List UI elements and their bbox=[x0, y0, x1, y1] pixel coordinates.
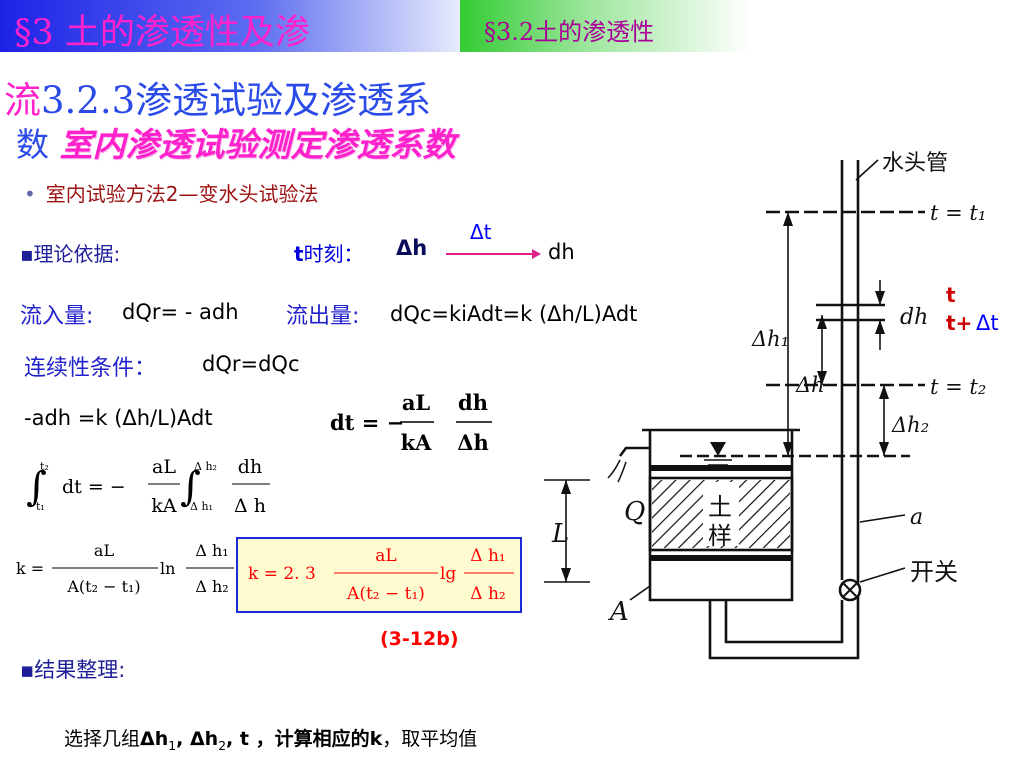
soil-label-2: 样 bbox=[708, 522, 732, 550]
k-lg-formula: k = 2. 3 aL A(t₂ − t₁) lg Δ h₁ Δ h₂ bbox=[248, 546, 514, 604]
instr-f: , t ，计算相应的 bbox=[226, 728, 370, 750]
klg-den: A(t₂ − t₁) bbox=[346, 584, 425, 604]
klg-lg: lg bbox=[440, 564, 456, 584]
continuity-label: 连续性条件： bbox=[24, 356, 157, 381]
klg-den2: Δ h₂ bbox=[470, 584, 505, 604]
dh-result: dh bbox=[548, 240, 575, 264]
kln-num: aL bbox=[94, 541, 115, 560]
int1-upper: t₂ bbox=[40, 460, 49, 473]
inflow-equation: dQr= - adh bbox=[122, 300, 239, 324]
t-equals-t1-label: t = t₁ bbox=[930, 201, 986, 225]
flow-balance-equation: -adh =k (Δh/L)Adt bbox=[24, 406, 213, 430]
delta-h-label: Δh bbox=[396, 236, 428, 260]
kln-lhs: k = bbox=[16, 559, 44, 578]
method-text: 室内试验方法2—变水头试验法 bbox=[45, 182, 319, 206]
water-head-pipe-label: 水头管 bbox=[882, 151, 948, 176]
heading-text: 3.2.3渗透试验及渗透系 bbox=[41, 79, 432, 122]
dt-den1: kA bbox=[401, 430, 433, 455]
right-arrow-icon bbox=[446, 249, 541, 259]
kln-ln: ln bbox=[160, 559, 175, 578]
result-formula-box: k = 2. 3 aL A(t₂ − t₁) lg Δ h₁ Δ h₂ bbox=[236, 537, 522, 613]
int-den: kA bbox=[151, 495, 177, 517]
pipe-area-label: a bbox=[910, 505, 923, 530]
instr-a: 选择几组 bbox=[64, 728, 141, 750]
instruction-text: 选择几组Δh1, Δh2, t ，计算相应的k，取平均值 bbox=[64, 724, 477, 753]
int-num2: dh bbox=[238, 456, 262, 478]
section-tab: §3.2土的渗透性 bbox=[484, 18, 655, 46]
integral-sign-2: ∫ bbox=[180, 464, 201, 510]
instr-b: Δh bbox=[140, 728, 169, 750]
switch-label: 开关 bbox=[910, 558, 958, 586]
instr-d: , Δh bbox=[176, 728, 219, 750]
red-t-plus-label: t+ bbox=[946, 311, 972, 335]
k-ln-formula: k = aL A(t₂ − t₁) ln Δ h₁ Δ h₂ bbox=[16, 541, 234, 596]
delta-h1-label: Δh₁ bbox=[751, 327, 789, 351]
time-rest: 时刻： bbox=[303, 242, 364, 266]
integral-formula: ∫ t₂ t₁ dt = − aL kA ∫ Δ h₂ Δ h₁ dh Δ h bbox=[26, 456, 270, 517]
dh-diagram-label: dh bbox=[900, 305, 928, 330]
delta-h-diagram-label: Δh bbox=[795, 373, 825, 397]
kln-den: A(t₂ − t₁) bbox=[66, 577, 140, 596]
continuity-equation: dQr=dQc bbox=[202, 352, 300, 376]
soil-label-1: 土 bbox=[708, 493, 732, 521]
time-label: t时刻： bbox=[294, 238, 364, 267]
instr-g: k bbox=[369, 728, 383, 750]
t-equals-t2-label: t = t₂ bbox=[930, 375, 986, 399]
klg-num2: Δ h₁ bbox=[470, 546, 505, 566]
int-den2: Δ h bbox=[234, 495, 266, 517]
slide-title: §3 土的渗透性及渗 bbox=[14, 13, 310, 53]
outflow-q-label: Q bbox=[624, 497, 645, 527]
instr-c: 1 bbox=[168, 738, 177, 753]
blue-delta-t-label: Δt bbox=[976, 311, 999, 335]
outflow-label: 流出量: bbox=[286, 304, 360, 329]
title-bar bbox=[0, 0, 460, 52]
int2-upper: Δ h₂ bbox=[194, 460, 217, 473]
int2-lower: Δ h₁ bbox=[190, 500, 213, 513]
inflow-label: 流入量: bbox=[20, 304, 94, 329]
instr-h: ，取平均值 bbox=[382, 728, 478, 750]
red-t-label: t bbox=[946, 283, 956, 307]
area-a-label: A bbox=[608, 597, 629, 627]
outflow-equation: dQc=kiAdt=k (Δh/L)Adt bbox=[390, 302, 638, 326]
sample-length-label: L bbox=[551, 519, 569, 549]
dt-den2: Δh bbox=[457, 430, 489, 455]
dt-num2: dh bbox=[458, 390, 488, 415]
klg-lhs: k = 2. 3 bbox=[248, 564, 316, 584]
int1-lower: t₁ bbox=[36, 500, 45, 513]
result-heading: ▪结果整理: bbox=[20, 658, 126, 682]
subsection-heading: 流3.2.3渗透试验及渗透系 bbox=[4, 70, 431, 124]
kln-num2: Δ h₁ bbox=[195, 541, 228, 560]
klg-num: aL bbox=[375, 546, 396, 566]
equation-number: (3-12b) bbox=[380, 628, 459, 650]
dt-formula: dt = − aL kA dh Δh bbox=[330, 390, 492, 455]
arrow-delta-t: Δt bbox=[470, 220, 492, 244]
heading-lead-char: 流 bbox=[4, 79, 41, 122]
instr-e: 2 bbox=[218, 738, 227, 753]
time-t: t bbox=[294, 242, 304, 266]
topic-heading: 数 室内渗透试验测定渗透系数 bbox=[16, 118, 456, 166]
theory-basis-label: ▪理论依据: bbox=[20, 242, 121, 266]
delta-h2-label: Δh₂ bbox=[891, 413, 929, 437]
int-num: aL bbox=[152, 456, 176, 478]
heading-prefix: 数 bbox=[16, 125, 49, 164]
section-tab-bar bbox=[460, 0, 750, 52]
int1-body: dt = − bbox=[62, 476, 126, 498]
topic-title: 室内渗透试验测定渗透系数 bbox=[59, 125, 456, 164]
falling-head-apparatus-diagram: 水头管 t = t₁ t = t₂ dh Δh₁ Δh Δh₂ L Q A a … bbox=[544, 151, 999, 660]
method-bullet: • 室内试验方法2—变水头试验法 bbox=[24, 178, 319, 207]
bullet-dot: • bbox=[24, 182, 36, 206]
kln-den2: Δ h₂ bbox=[195, 577, 228, 596]
integral-sign-1: ∫ bbox=[26, 464, 47, 510]
dt-num1: aL bbox=[402, 390, 431, 415]
dt-lhs: dt = − bbox=[330, 410, 404, 435]
